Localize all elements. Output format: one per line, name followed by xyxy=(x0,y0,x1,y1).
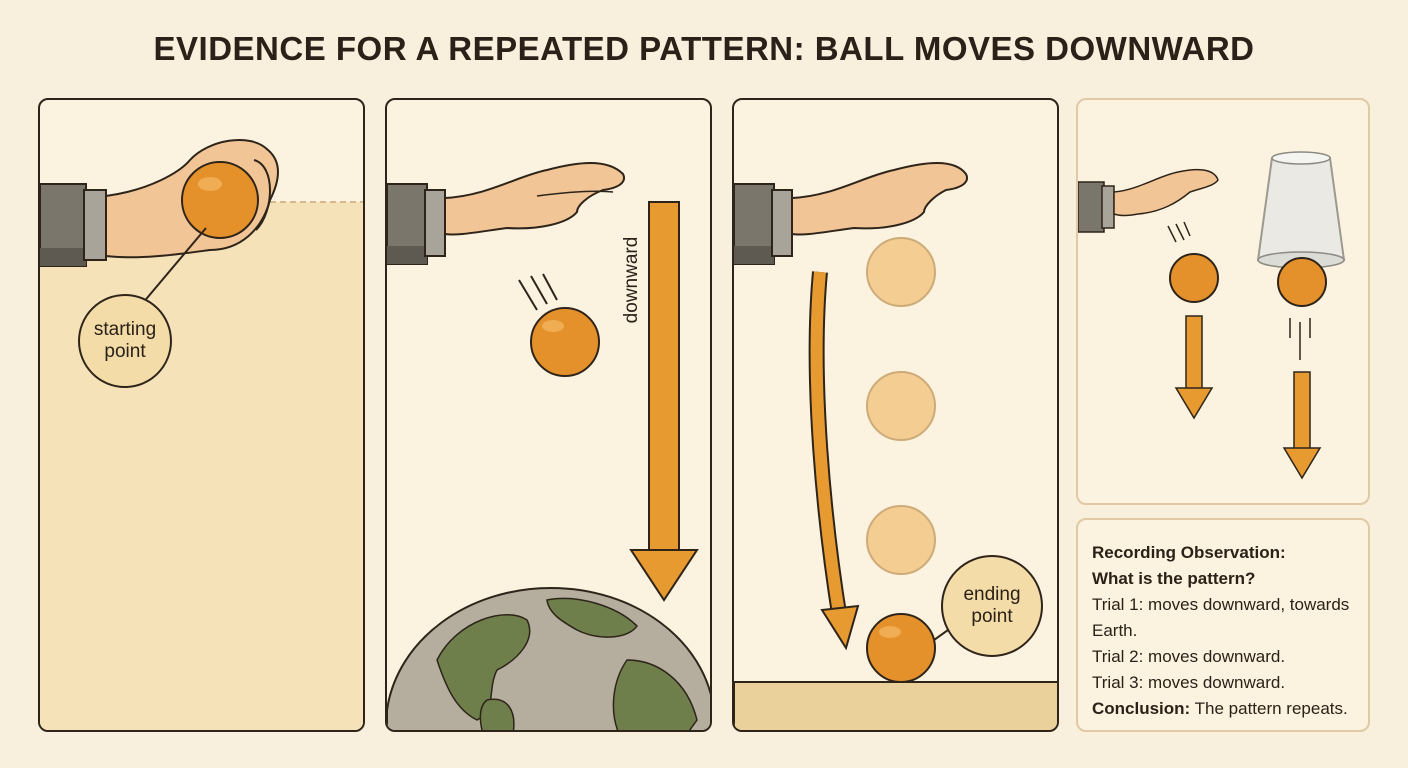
panel-downward: downward xyxy=(385,98,712,732)
ending-point-label: ending point xyxy=(963,584,1021,627)
ball-icon xyxy=(530,307,600,377)
trial-2: Trial 2: moves downward. xyxy=(1092,647,1286,666)
down-arrow-icon xyxy=(1174,315,1214,420)
ending-point-callout: ending point xyxy=(941,555,1043,657)
ball-icon xyxy=(181,161,259,239)
hand-icon xyxy=(387,162,625,265)
notes-heading-1: Recording Observation: xyxy=(1092,543,1286,562)
panel2-art xyxy=(387,162,710,730)
ball-icon xyxy=(1169,253,1219,303)
ball-position-3 xyxy=(866,505,936,575)
ball-icon xyxy=(866,613,936,683)
curved-down-arrow-icon xyxy=(808,271,860,651)
trial-1: Trial 1: moves downward, towards Earth. xyxy=(1092,595,1350,640)
notes-text: Recording Observation: What is the patte… xyxy=(1092,540,1367,722)
table-surface xyxy=(40,202,363,730)
earth-icon xyxy=(387,586,710,730)
down-arrow-icon xyxy=(629,201,699,602)
observation-notes: Recording Observation: What is the patte… xyxy=(1076,518,1370,732)
motion-lines xyxy=(518,273,558,311)
panel1-art xyxy=(40,138,363,730)
panel4-art xyxy=(1078,151,1346,480)
panel-starting-point: starting point xyxy=(38,98,365,732)
ball-position-2 xyxy=(866,371,936,441)
downward-label: downward xyxy=(621,236,642,324)
motion-lines xyxy=(1167,221,1191,243)
starting-point-label: starting point xyxy=(93,319,157,362)
notes-heading-2: What is the pattern? xyxy=(1092,569,1256,588)
panel-ending-point: ending point xyxy=(732,98,1059,732)
conclusion-text: The pattern repeats. xyxy=(1194,699,1348,718)
callout-leader xyxy=(141,227,207,305)
hand-icon xyxy=(1078,168,1219,233)
hand-icon xyxy=(734,162,968,265)
panel3-art xyxy=(734,162,1057,730)
motion-lines xyxy=(1289,318,1311,360)
down-arrow-icon xyxy=(1282,371,1322,480)
cup-icon xyxy=(1256,151,1346,269)
panel-repeated-trials xyxy=(1076,98,1370,505)
ball-icon xyxy=(1277,257,1327,307)
ground xyxy=(734,681,1057,730)
trial-3: Trial 3: moves downward. xyxy=(1092,673,1286,692)
conclusion-label: Conclusion: xyxy=(1092,699,1191,718)
starting-point-callout: starting point xyxy=(78,294,172,388)
ball-position-1 xyxy=(866,237,936,307)
conclusion: Conclusion: The pattern repeats. xyxy=(1092,696,1367,722)
page-title: EVIDENCE FOR A REPEATED PATTERN: BALL MO… xyxy=(153,30,1255,67)
